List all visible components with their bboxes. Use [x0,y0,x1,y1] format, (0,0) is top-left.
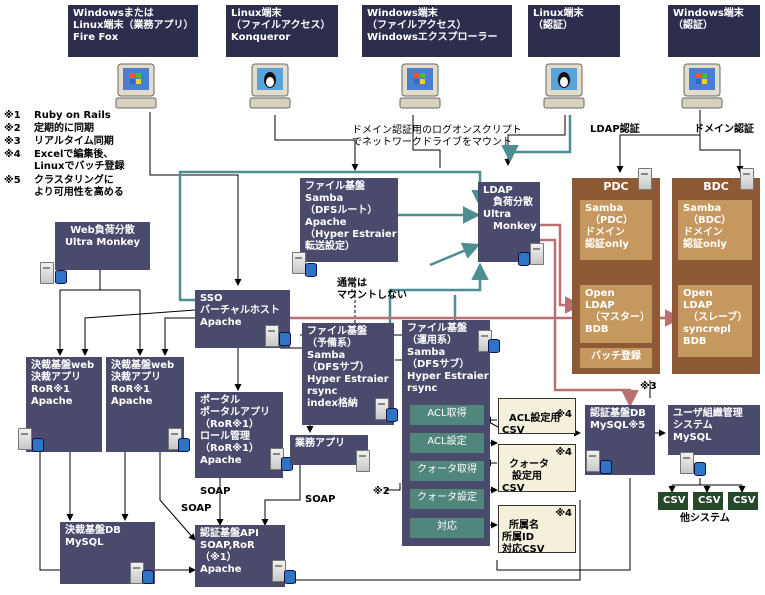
legend-text-1: Ruby on Rails [34,110,111,121]
server-icon [740,168,754,190]
client-windows-file: Windows端末 （ファイルアクセス） Windowsエクスプローラー [362,5,512,57]
mark-3-label: ※3 [640,381,657,392]
csv-output-1: CSV [658,492,688,510]
legend-text-5: クラスタリングに より可用性を高める [34,175,124,198]
pc-windows-icon [681,63,723,109]
server-icon [40,262,54,284]
soap-label-1: SOAP [200,486,231,497]
database-icon [279,332,291,346]
server-icon [530,243,544,265]
server-icon [586,450,600,472]
database-icon [518,252,530,266]
database-icon [386,408,398,422]
database-icon [142,570,154,584]
soap-label-3: SOAP [305,494,336,505]
op-quota-get: クォータ取得 [410,461,484,481]
file-platform-backup: ファイル基盤 （予備系） Samba （DFSサブ） Hyper Estraie… [302,323,394,425]
op-quota-set: クォータ設定 [410,489,484,509]
csv-output-3: CSV [728,492,758,510]
server-icon [292,252,306,274]
file-platform-dfs-root: ファイル基盤 Samba （DFSルート） Apache （Hyper Estr… [300,178,398,262]
approval-web-1: 決裁基盤web 決裁アプリ RoR※1 Apache [26,357,102,452]
server-icon [638,168,652,190]
batch-registration: バッチ登録 [580,348,652,368]
database-icon [488,339,500,353]
server-icon [272,560,286,582]
legend-mark-4: ※4 [4,149,21,160]
legend-mark-5: ※5 [4,175,21,186]
client-windows-auth: Windows端末 （認証） [668,5,760,57]
database-icon [694,462,706,476]
legend-mark-3: ※3 [4,136,21,147]
ldap-auth-note: LDAP認証 [590,124,640,135]
other-system-label: 他システム [680,513,730,524]
bdc-samba: Samba （BDC） ドメイン 認証only [678,200,752,260]
ldap-load-balancer: LDAP 負荷分散 Ultra Monkey [478,182,540,262]
client-linux-auth: Linux端末 （認証） [528,5,620,57]
soap-label-2: SOAP [181,503,212,514]
database-icon [55,270,67,284]
database-icon [32,438,44,452]
user-org-management: ユーザ組織管理 システム MySQL [668,405,760,455]
database-icon [305,263,317,277]
pc-windows-icon [115,63,157,109]
bdc-openldap: Open LDAP （スレーブ） syncrepl BDB [678,285,752,357]
legend-text-4: Excelで編集後、 Linuxでバッチ登録 [34,149,125,172]
op-acl-set: ACL設定 [410,433,484,453]
legend-mark-1: ※1 [4,110,21,121]
pdc-openldap: Open LDAP （マスター） BDB [580,285,652,343]
database-icon [284,570,296,584]
pc-linux-icon [543,63,585,109]
org-csv-document: 所属名 所属ID 対応CSV※4 [498,505,576,555]
logon-script-note: ドメイン認証用のログオンスクリプト でネットワークドライブをマウント [352,125,522,148]
quota-csv-document: クォータ 設定用 CSV※4 [498,444,576,494]
legend-text-3: リアルタイム同期 [34,136,114,147]
database-icon [178,438,190,452]
server-icon [680,452,694,474]
server-icon [356,450,370,472]
mark-2-label: ※2 [373,486,390,497]
no-mount-note: 通常は マウントしない [337,278,407,301]
server-icon [18,428,32,450]
auth-api: 認証基盤API SOAP,RoR （※1） Apache [195,525,285,587]
web-load-balancer: Web負荷分散 Ultra Monkey [55,222,150,270]
pc-windows-icon [399,63,441,109]
pc-linux-icon [249,63,291,109]
legend-mark-2: ※2 [4,123,21,134]
portal-server: ポータル ポータルアプリ （RoR※1） ロール管理 （RoR※1） Apach… [195,392,283,478]
sso-virtual-host: SSO バーチャルホスト Apache [195,290,290,348]
op-mapping: 対応 [410,518,484,538]
client-windows-linux-app: Windowsまたは Linux端末（業務アプリ） Fire Fox [68,5,198,57]
database-icon [600,460,612,474]
pdc-samba: Samba （PDC） ドメイン 認証only [580,200,652,260]
op-acl-get: ACL取得 [410,405,484,425]
client-linux-file: Linux端末 （ファイルアクセス） Konqueror [226,5,338,57]
server-icon [265,325,279,347]
csv-output-2: CSV [693,492,723,510]
legend-text-2: 定期的に同期 [34,123,94,134]
domain-auth-note: ドメイン認証 [694,124,754,135]
business-app: 業務アプリ [290,435,368,465]
acl-csv-document: ACL設定用 CSV※4 [498,398,576,436]
